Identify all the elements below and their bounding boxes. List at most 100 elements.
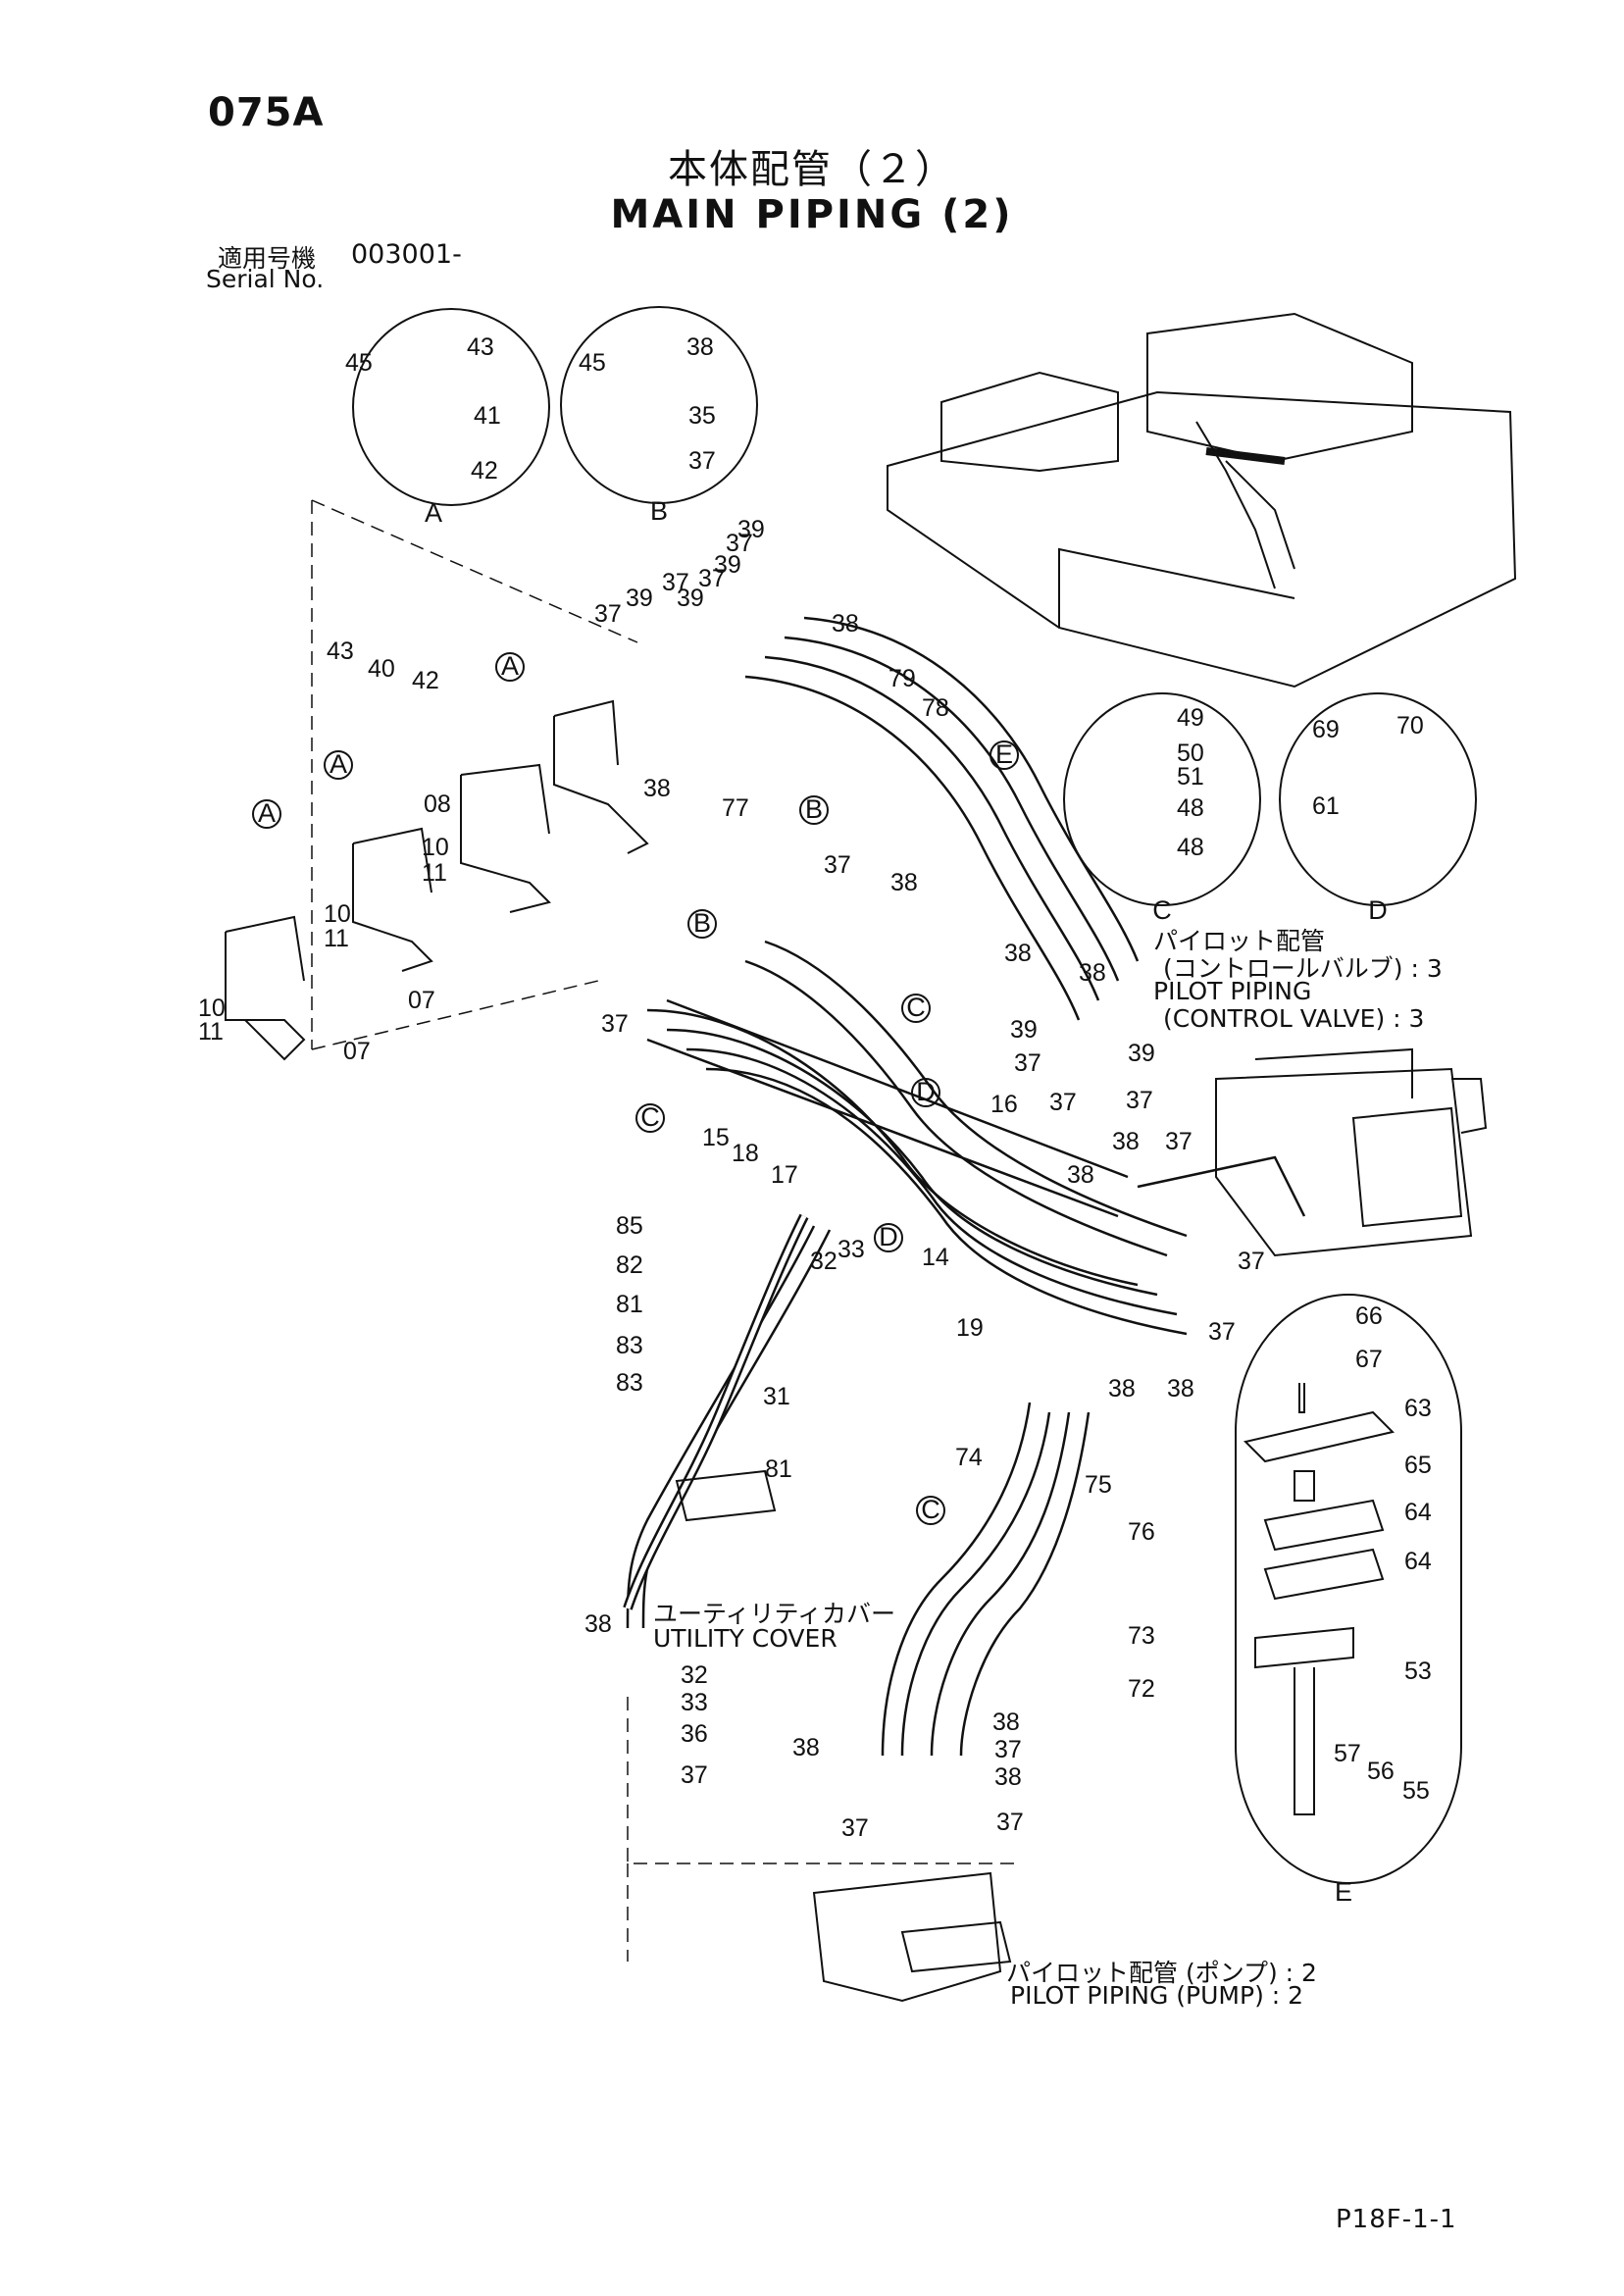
svg-text:37: 37	[1208, 1318, 1236, 1346]
svg-text:38: 38	[994, 1763, 1022, 1791]
svg-text:38: 38	[832, 610, 859, 638]
svg-text:A: A	[258, 798, 276, 828]
svg-text:A: A	[330, 749, 347, 779]
serial-number: 003001-	[351, 239, 462, 270]
svg-text:81: 81	[765, 1455, 792, 1483]
svg-text:45: 45	[345, 349, 373, 377]
svg-text:32: 32	[810, 1248, 837, 1275]
svg-text:41: 41	[474, 402, 501, 430]
detail-circle-d	[1279, 692, 1477, 906]
note-pilot-pump-jp: パイロット配管 (ポンプ) : 2	[1006, 1959, 1317, 1987]
svg-text:37: 37	[996, 1809, 1024, 1836]
svg-text:43: 43	[467, 333, 494, 361]
svg-text:37: 37	[726, 530, 753, 557]
svg-text:35: 35	[688, 402, 716, 430]
svg-text:65: 65	[1404, 1452, 1432, 1479]
svg-text:17: 17	[771, 1161, 798, 1189]
part-labels: 45 43 41 42 45 38 35 37 37 39 37 39 37 3…	[198, 333, 1432, 1842]
svg-text:38: 38	[686, 333, 714, 361]
svg-text:39: 39	[714, 551, 741, 579]
utility-hose	[623, 1213, 809, 1610]
svg-text:C: C	[640, 1102, 660, 1132]
brackets-left	[225, 699, 649, 1061]
serial-label-jp: 適用号機	[218, 244, 317, 273]
control-valve	[1215, 1047, 1488, 1257]
svg-text:10: 10	[198, 995, 226, 1022]
svg-text:B: B	[693, 908, 711, 938]
svg-text:73: 73	[1128, 1622, 1155, 1650]
svg-text:36: 36	[681, 1720, 708, 1748]
note-utility-en: UTILITY COVER	[653, 1624, 837, 1653]
svg-text:45: 45	[579, 349, 606, 377]
svg-text:75: 75	[1085, 1471, 1112, 1499]
svg-text:40: 40	[368, 655, 395, 683]
svg-text:51: 51	[1177, 763, 1204, 791]
svg-text:39: 39	[626, 585, 653, 612]
svg-text:74: 74	[955, 1444, 983, 1471]
svg-text:39: 39	[1128, 1040, 1155, 1067]
machine-overview	[887, 312, 1517, 689]
svg-text:08: 08	[424, 791, 451, 818]
svg-text:16: 16	[990, 1091, 1018, 1118]
svg-text:70: 70	[1396, 712, 1424, 740]
svg-text:33: 33	[681, 1689, 708, 1716]
svg-text:38: 38	[992, 1709, 1020, 1736]
detail-e-parts	[1243, 1383, 1395, 1815]
serial-label-en: Serial No.	[206, 265, 325, 293]
svg-text:57: 57	[1334, 1740, 1361, 1767]
svg-text:53: 53	[1404, 1658, 1432, 1685]
svg-text:38: 38	[1112, 1128, 1140, 1155]
svg-text:32: 32	[681, 1661, 708, 1689]
note-pilot-cv-en2: (CONTROL VALVE) : 3	[1163, 1004, 1425, 1033]
svg-text:38: 38	[1067, 1161, 1094, 1189]
pump-valve	[812, 1871, 1012, 2003]
svg-text:D: D	[916, 1077, 936, 1106]
svg-text:50: 50	[1177, 740, 1204, 767]
svg-text:37: 37	[1126, 1087, 1153, 1114]
svg-text:78: 78	[922, 694, 949, 722]
svg-text:E: E	[995, 740, 1013, 769]
svg-text:64: 64	[1404, 1499, 1432, 1526]
page-title-jp: 本体配管（２）	[668, 147, 956, 192]
svg-text:81: 81	[616, 1291, 643, 1318]
svg-text:37: 37	[1049, 1089, 1077, 1116]
svg-text:67: 67	[1355, 1346, 1383, 1373]
svg-text:A: A	[501, 651, 519, 681]
svg-text:37: 37	[1238, 1248, 1265, 1275]
note-utility-jp: ユーティリティカバー	[653, 1600, 896, 1628]
svg-text:48: 48	[1177, 794, 1204, 822]
detail-circle-c	[1063, 692, 1261, 906]
svg-text:48: 48	[1177, 834, 1204, 861]
detail-circle-a	[352, 308, 550, 506]
svg-text:37: 37	[994, 1736, 1022, 1763]
svg-text:10: 10	[422, 834, 449, 861]
svg-text:42: 42	[471, 457, 498, 485]
svg-text:55: 55	[1402, 1777, 1430, 1805]
svg-text:82: 82	[616, 1251, 643, 1279]
svg-text:83: 83	[616, 1369, 643, 1397]
svg-text:07: 07	[343, 1038, 371, 1065]
svg-text:39: 39	[677, 585, 704, 612]
svg-text:38: 38	[643, 775, 671, 802]
svg-text:72: 72	[1128, 1675, 1155, 1703]
svg-text:83: 83	[616, 1332, 643, 1359]
svg-text:64: 64	[1404, 1548, 1432, 1575]
svg-text:18: 18	[732, 1140, 759, 1167]
svg-text:61: 61	[1312, 792, 1340, 820]
svg-text:D: D	[879, 1222, 898, 1251]
detail-label-d: D	[1368, 895, 1388, 925]
svg-text:15: 15	[702, 1124, 730, 1151]
svg-text:37: 37	[681, 1761, 708, 1789]
svg-text:B: B	[805, 794, 823, 824]
svg-text:79: 79	[888, 665, 916, 692]
detail-label-e: E	[1335, 1877, 1352, 1907]
svg-text:C: C	[921, 1495, 940, 1524]
page-code: 075A	[208, 90, 325, 135]
svg-text:38: 38	[1004, 940, 1032, 967]
svg-text:37: 37	[698, 565, 726, 592]
svg-text:77: 77	[722, 794, 749, 822]
page-ref: P18F-1-1	[1336, 2205, 1457, 2234]
svg-text:07: 07	[408, 987, 435, 1014]
svg-text:85: 85	[616, 1212, 643, 1240]
